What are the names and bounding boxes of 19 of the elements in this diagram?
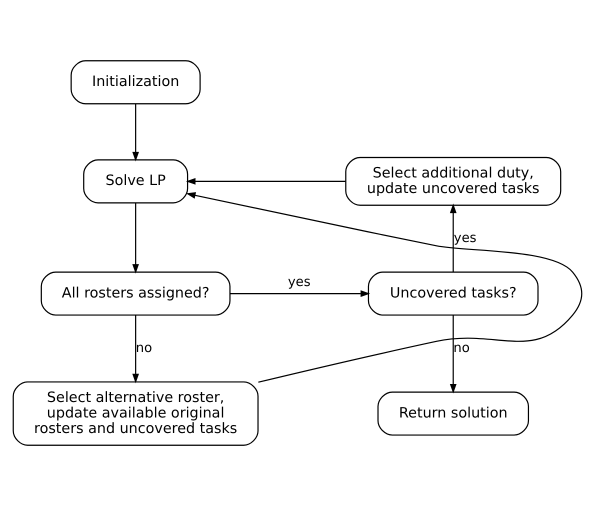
arrow: [186, 178, 346, 185]
arrow: [132, 104, 139, 162]
edge-label: yes: [288, 275, 311, 290]
arrow: [132, 203, 139, 274]
node-box: Return solution: [377, 392, 530, 436]
node-box: Uncovered tasks?: [368, 272, 539, 316]
node-box: Select additional duty, update uncovered tasks: [345, 156, 562, 206]
node-box: All rosters assigned?: [40, 272, 231, 316]
arrow: [450, 204, 457, 272]
arrow: [230, 290, 370, 297]
node-box: Solve LP: [83, 159, 188, 204]
node-box: Initialization: [70, 60, 201, 104]
arrow: [132, 315, 139, 384]
arrow: [186, 192, 582, 383]
edge-label: yes: [454, 231, 477, 246]
arrow: [450, 315, 457, 394]
edge-label: no: [453, 340, 470, 356]
edge-label: no: [136, 340, 152, 356]
node-box: Select alternative roster, update available original rosters and uncovered tasks: [12, 381, 259, 446]
